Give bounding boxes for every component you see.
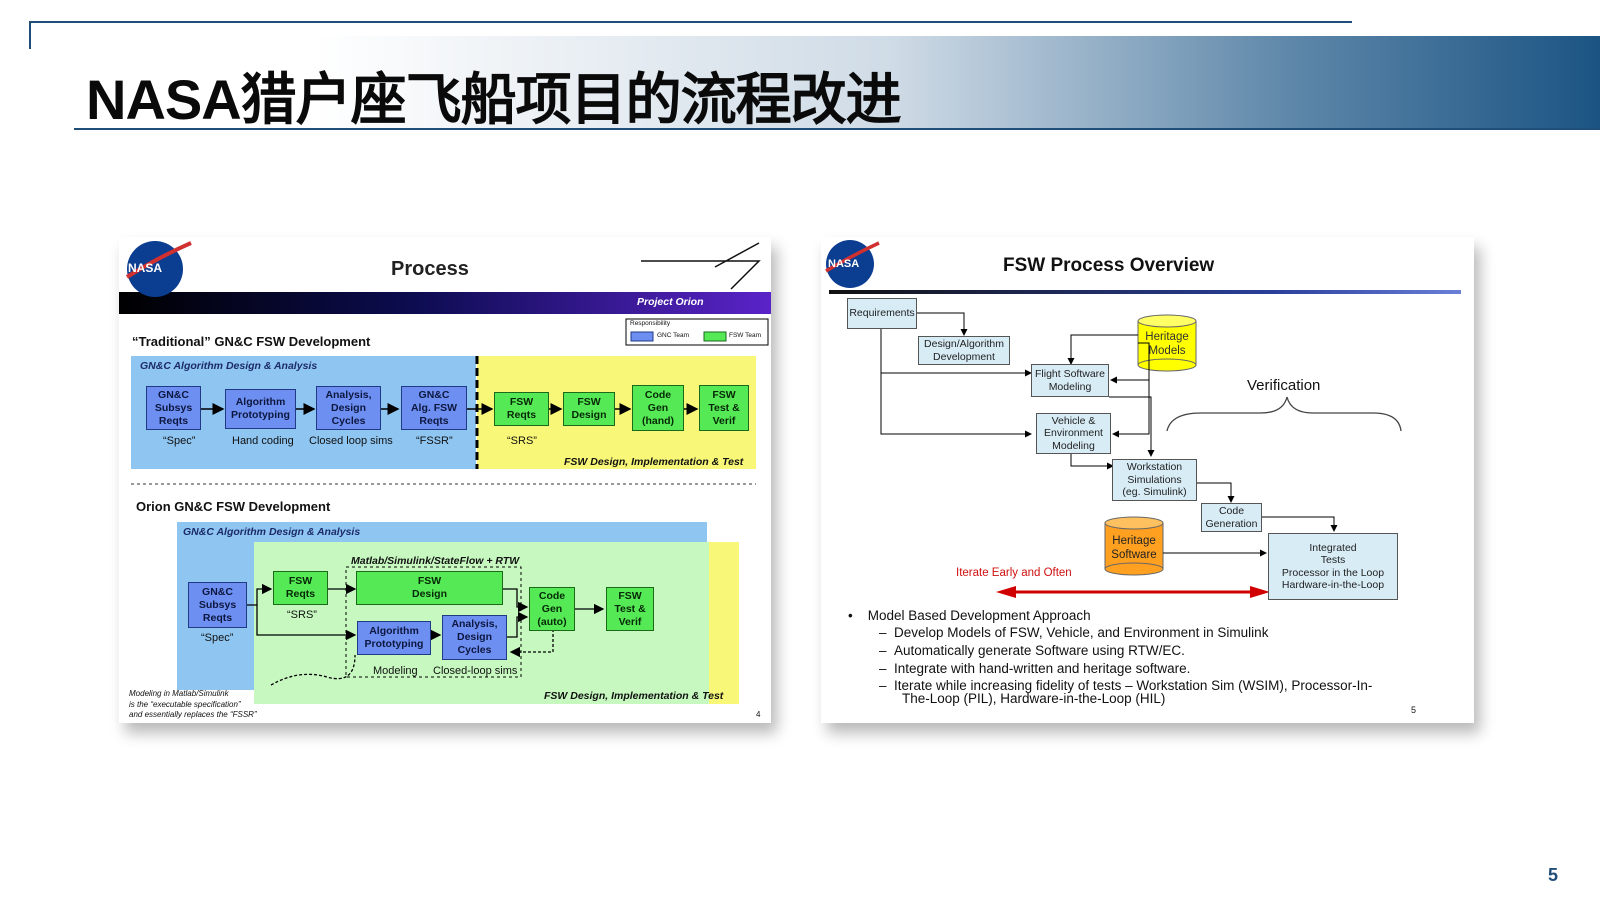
orion-caption-srs: “SRS” [287, 609, 317, 621]
sub-bullet-2: – Automatically generate Software using … [879, 643, 1185, 658]
orion-box-code-gen: Code Gen (auto) [529, 587, 575, 631]
left-logo-text: NASA [128, 261, 163, 275]
left-banner [119, 292, 771, 314]
trad-box-gnc-reqts: GN&C Subsys Reqts [146, 386, 201, 430]
orion-box-algorithm: Algorithm Prototyping [357, 621, 431, 655]
trad-caption-spec: “Spec” [163, 435, 196, 447]
trad-caption-fssr: “FSSR” [416, 435, 453, 447]
trad-box-algorithm: Algorithm Prototyping [225, 389, 296, 429]
page-number: 5 [1548, 865, 1559, 885]
orion-box-gnc-reqts: GN&C Subsys Reqts [188, 582, 247, 628]
iterate-double-arrow [996, 586, 1270, 598]
sub-bullet-1-text: Develop Models of FSW, Vehicle, and Envi… [894, 625, 1269, 640]
box-code-generation: Code Generation [1201, 503, 1262, 532]
trad-caption-hand: Hand coding [232, 435, 294, 447]
box-requirements: Requirements [847, 298, 917, 329]
trad-yellow-label: FSW Design, Implementation & Test [564, 456, 744, 468]
trad-box-alg-fsw-reqts: GN&C Alg. FSW Reqts [401, 386, 467, 430]
heritage-software-label: Heritage Software [1111, 535, 1157, 561]
sub-bullet-2-text: Automatically generate Software using RT… [894, 643, 1185, 658]
sub-bullet-3-text: Integrate with hand-written and heritage… [894, 661, 1191, 676]
trad-box-fsw-reqts: FSW Reqts [494, 392, 549, 426]
right-title-underline [829, 290, 1461, 294]
orion-box-fsw-design: FSW Design [356, 571, 503, 605]
right-screenshot-panel: NASA FSW Process Overview Requirements D… [821, 237, 1474, 723]
trad-heading: “Traditional” GN&C FSW Development [132, 334, 371, 349]
trad-box-analysis: Analysis, Design Cycles [316, 386, 381, 430]
iterate-label: Iterate Early and Often [956, 567, 1072, 579]
legend-gnc: GNC Team [657, 332, 690, 339]
right-logo-text: NASA [828, 258, 860, 270]
orion-tool-label: Matlab/Simulink/StateFlow + RTW [351, 555, 520, 567]
left-tick [29, 21, 31, 49]
title-band [30, 36, 1600, 129]
verification-label: Verification [1247, 377, 1321, 394]
box-vehicle-environment: Vehicle & Environment Modeling [1036, 413, 1111, 454]
trad-box-code-gen: Code Gen (hand) [632, 385, 684, 431]
legend-fsw: FSW Team [729, 332, 762, 339]
orion-box-test-verif: FSW Test & Verif [606, 587, 654, 631]
verification-brace [1166, 396, 1402, 432]
trad-box-test-verif: FSW Test & Verif [699, 385, 749, 431]
heritage-software-cylinder [1104, 516, 1164, 576]
right-panel-title: FSW Process Overview [1003, 255, 1215, 276]
heritage-models-label: Heritage Models [1145, 331, 1189, 357]
orion-blue-label: GN&C Algorithm Design & Analysis [183, 526, 361, 538]
left-panel-title: Process [391, 258, 469, 280]
lockheed-logo [641, 242, 761, 290]
trad-blue-label: GN&C Algorithm Design & Analysis [140, 360, 318, 372]
left-banner-text: Project Orion [637, 296, 704, 308]
top-rule [30, 21, 1352, 23]
legend-title: Responsibility [630, 320, 671, 327]
orion-caption-spec: “Spec” [201, 632, 234, 644]
sub-bullet-4: – Iterate while increasing fidelity of t… [879, 678, 1373, 693]
sub-bullet-3: – Integrate with hand-written and herita… [879, 661, 1191, 676]
box-flight-software-modeling: Flight Software Modeling [1031, 364, 1109, 397]
box-workstation-sims: Workstation Simulations (eg. Simulink) [1112, 459, 1197, 501]
orion-caption-closed-loop: Closed-loop sims [433, 665, 518, 677]
orion-box-analysis: Analysis, Design Cycles [442, 615, 507, 660]
right-page-number: 5 [1411, 705, 1417, 715]
slide-title: NASA猎户座飞船项目的流程改进 [86, 68, 902, 131]
trad-caption-srs: “SRS” [507, 435, 537, 447]
trad-box-fsw-design: FSW Design [563, 392, 615, 426]
trad-caption-sims: Closed loop sims [309, 435, 393, 447]
sub-bullet-1: – Develop Models of FSW, Vehicle, and En… [879, 625, 1269, 640]
orion-yellow-label: FSW Design, Implementation & Test [544, 690, 724, 702]
left-footnote: Modeling in Matlab/Simulink is the “exec… [129, 689, 257, 719]
sub-bullet-4-cont: The-Loop (PIL), Hardware-in-the-Loop (HI… [902, 691, 1166, 706]
orion-box-fsw-reqts: FSW Reqts [273, 571, 328, 605]
title-underline [74, 128, 1600, 130]
heritage-models-cylinder [1137, 314, 1197, 372]
bullet-main-text: Model Based Development Approach [867, 608, 1091, 623]
box-design-algorithm: Design/Algorithm Development [918, 336, 1010, 365]
sub-bullet-4-text: Iterate while increasing fidelity of tes… [894, 678, 1373, 693]
left-page-number: 4 [756, 710, 761, 719]
orion-heading: Orion GN&C FSW Development [136, 499, 331, 514]
left-screenshot-panel: NASA Process Project Orion Responsibilit… [119, 237, 771, 723]
bullet-main: • Model Based Development Approach [848, 608, 1091, 623]
box-integrated-tests: Integrated Tests Processor in the Loop H… [1268, 533, 1398, 600]
right-panel-graphics [825, 240, 1461, 598]
orion-caption-modeling: Modeling [373, 665, 418, 677]
